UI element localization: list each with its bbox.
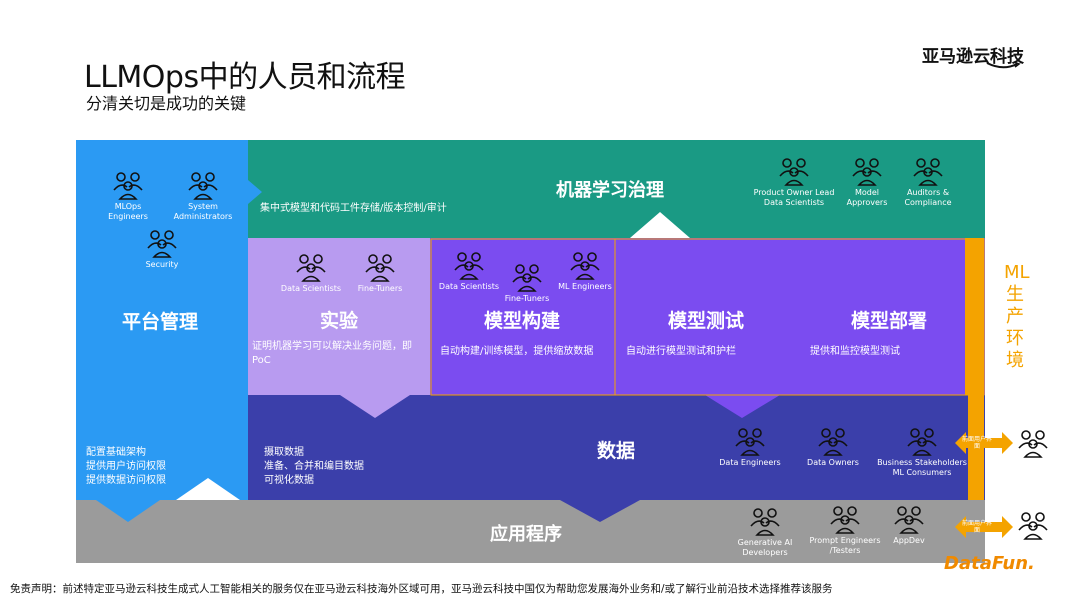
experiment-band [248, 238, 430, 418]
brand-logo: 亚马逊云科技 [922, 47, 1024, 67]
model-build-desc: 自动构建/训练模型，提供缩放数据 [440, 346, 594, 357]
model-deploy-desc: 提供和监控模型测试 [810, 346, 900, 357]
data-title: 数据 [597, 440, 636, 462]
double-arrow-apps [955, 516, 1013, 538]
apps-band [76, 500, 985, 563]
role-label: Auditors & Compliance [904, 188, 952, 207]
role-label: ML Engineers [558, 282, 612, 291]
people-icon [894, 506, 924, 534]
person-group-build-ft: Fine-Tuners [500, 262, 554, 304]
person-group-business: Business Stakeholders ML Consumers [874, 426, 970, 478]
people-icon [365, 254, 395, 282]
person-group-prompt: Prompt Engineers /Testers [806, 504, 884, 556]
people-icon [818, 428, 848, 456]
page-subtitle: 分清关切是成功的关键 [86, 94, 247, 113]
people-icon [188, 172, 218, 200]
governance-title: 机器学习治理 [556, 180, 664, 201]
model-band [430, 238, 985, 418]
model-test-desc: 自动进行模型测试和护栏 [626, 346, 736, 357]
people-icon [454, 252, 484, 280]
brand-smile-icon [986, 61, 1021, 69]
apps-title: 应用程序 [490, 524, 562, 545]
model-deploy-title: 模型部署 [851, 310, 928, 332]
person-group-exp-ds: Data Scientists [276, 252, 346, 294]
role-label: Model Approvers [846, 188, 888, 207]
model-test-title: 模型测试 [668, 310, 745, 332]
people-icon [750, 508, 780, 536]
external-users-icon [1018, 430, 1048, 458]
role-label: Fine-Tuners [357, 284, 403, 293]
people-icon [852, 158, 882, 186]
role-label: AppDev [893, 536, 925, 545]
role-label: Product Owner Lead Data Scientists [753, 188, 835, 207]
role-label: Security [145, 260, 179, 269]
role-label: System Administrators [173, 202, 233, 221]
external-users-icon [1018, 512, 1048, 540]
person-group-sysadmin: System Administrators [168, 170, 238, 222]
role-label: Data Scientists [438, 282, 500, 291]
person-group-build-ds: Data Scientists [436, 250, 502, 292]
person-group-build-mle: ML Engineers [554, 250, 616, 292]
role-label: Data Owners [807, 458, 859, 467]
role-label: Prompt Engineers /Testers [809, 536, 881, 555]
arrow-label-data: 前面用户界面 [962, 436, 993, 450]
production-label: ML 生产环境 [1004, 262, 1030, 371]
person-group-data-owners: Data Owners [802, 426, 864, 468]
experiment-title: 实验 [320, 310, 359, 332]
people-icon [512, 264, 542, 292]
datafun-watermark: DataFun. [944, 553, 1035, 574]
people-icon [913, 158, 943, 186]
person-group-product-owner: Product Owner Lead Data Scientists [752, 156, 836, 208]
role-label: Fine-Tuners [504, 294, 550, 303]
platform-title: 平台管理 [122, 311, 199, 333]
role-label: Generative AI Developers [737, 538, 793, 557]
person-group-appdev: AppDev [886, 504, 932, 546]
disclaimer: 免责声明：前述特定亚马逊云科技生成式人工智能相关的服务仅在亚马逊云科技海外区域可… [10, 583, 833, 595]
data-desc: 摄取数据 准备、合并和编目数据 可视化数据 [264, 447, 364, 486]
role-label: Data Engineers [719, 458, 781, 467]
role-label: Business Stakeholders ML Consumers [877, 458, 967, 477]
people-icon [570, 252, 600, 280]
model-build-title: 模型构建 [484, 310, 561, 332]
arrow-label-apps: 前面用户界面 [962, 520, 993, 534]
people-icon [735, 428, 765, 456]
page-title: LLMOps中的人员和流程 [84, 60, 406, 95]
people-icon [779, 158, 809, 186]
people-icon [907, 428, 937, 456]
role-label: MLOps Engineers [108, 202, 148, 221]
person-group-security: Security [132, 228, 192, 270]
governance-desc: 集中式模型和代码工件存储/版本控制/审计 [260, 203, 447, 214]
people-icon [147, 230, 177, 258]
person-group-approvers: Model Approvers [842, 156, 892, 208]
people-icon [113, 172, 143, 200]
person-group-genai: Generative AI Developers [730, 506, 800, 558]
person-group-auditors: Auditors & Compliance [898, 156, 958, 208]
role-label: Data Scientists [280, 284, 342, 293]
platform-desc: 配置基础架构 提供用户访问权限 提供数据访问权限 [86, 447, 166, 486]
person-group-exp-ft: Fine-Tuners [352, 252, 408, 294]
people-icon [830, 506, 860, 534]
experiment-desc: 证明机器学习可以解决业务问题，即PoC [252, 341, 412, 366]
data-band [240, 395, 985, 522]
person-group-mlops: MLOps Engineers [96, 170, 160, 222]
person-group-data-eng: Data Engineers [716, 426, 784, 468]
double-arrow-data [955, 432, 1013, 454]
people-icon [296, 254, 326, 282]
platform-band [76, 140, 262, 522]
